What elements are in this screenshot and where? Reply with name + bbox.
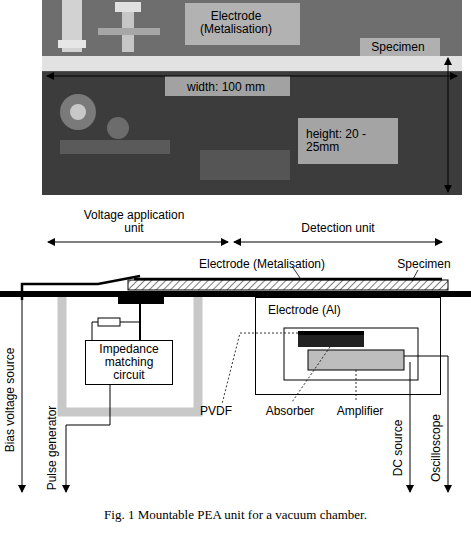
photo-bracket (98, 28, 160, 35)
caption: Fig. 1 Mountable PEA unit for a vacuum c… (0, 507, 471, 523)
part-label: Absorber (266, 405, 315, 418)
photo-lower-area (42, 73, 462, 195)
amplifier (308, 350, 404, 370)
part-label: Electrode (Metalisation) (199, 258, 325, 271)
dimension-label: width: 100 mm (187, 81, 265, 94)
shield-housing (62, 297, 198, 412)
photo-background (42, 0, 462, 195)
photo-light-area (360, 38, 440, 56)
span-arrow (234, 242, 442, 243)
photo-top-area (42, 0, 462, 56)
span-arrow (48, 242, 228, 243)
absorber (298, 335, 364, 347)
photo-mount (60, 140, 170, 154)
dimension-label: height: 20 - 25mm (306, 128, 384, 154)
box-text: Impedance matching circuit (88, 343, 170, 382)
signal-label: Oscilloscope (430, 414, 443, 482)
width-dimension-arrow (47, 76, 457, 77)
photo-bolt-nut (58, 40, 86, 48)
signal-arrow (22, 300, 23, 492)
part-label: Electrode (Metalisation) (190, 10, 282, 36)
signal-label: Bias voltage source (4, 348, 17, 453)
unit-label: Detection unit (301, 222, 374, 235)
signal-label: Pulse generator (46, 406, 59, 491)
photo (42, 0, 462, 195)
photo-light-area (298, 118, 398, 164)
leader-line (292, 347, 330, 402)
photo-light-area (165, 76, 290, 96)
part-label: Specimen (371, 41, 424, 54)
unit-label: Voltage application unit (79, 209, 189, 235)
resistor-symbol (98, 318, 120, 326)
photo-bolt-head (115, 2, 141, 12)
photo-connector (107, 117, 129, 139)
metalisation-electrode (134, 278, 442, 281)
signal-arrow (404, 356, 448, 492)
sensor-enclosure (284, 328, 418, 380)
pvdf-film (298, 331, 364, 335)
leader-line (222, 333, 298, 404)
part-label: Specimen (397, 258, 450, 271)
signal-arrow (66, 385, 110, 492)
box-text: Electrode (Al) (268, 304, 440, 317)
process-box: Impedance matching circuit (85, 340, 173, 385)
photo-connector (70, 104, 86, 120)
wire (120, 322, 140, 323)
wire (92, 322, 98, 340)
electrode-box: Electrode (Al) (255, 297, 441, 395)
signal-label: DC source (392, 420, 405, 477)
leader-line (356, 370, 357, 402)
photo-connector (60, 94, 96, 130)
height-dimension-arrow (448, 58, 449, 192)
bias-contact-lead (22, 276, 140, 300)
photo-housing (200, 150, 290, 180)
pulse-electrode (118, 297, 164, 304)
photo-specimen-plate (42, 56, 462, 72)
photo-light-area (185, 3, 300, 45)
part-label: PVDF (200, 405, 232, 418)
photo-plate-edge (42, 71, 462, 73)
part-label: Amplifier (337, 405, 384, 418)
signal-arrow (410, 362, 411, 492)
specimen (128, 280, 448, 290)
